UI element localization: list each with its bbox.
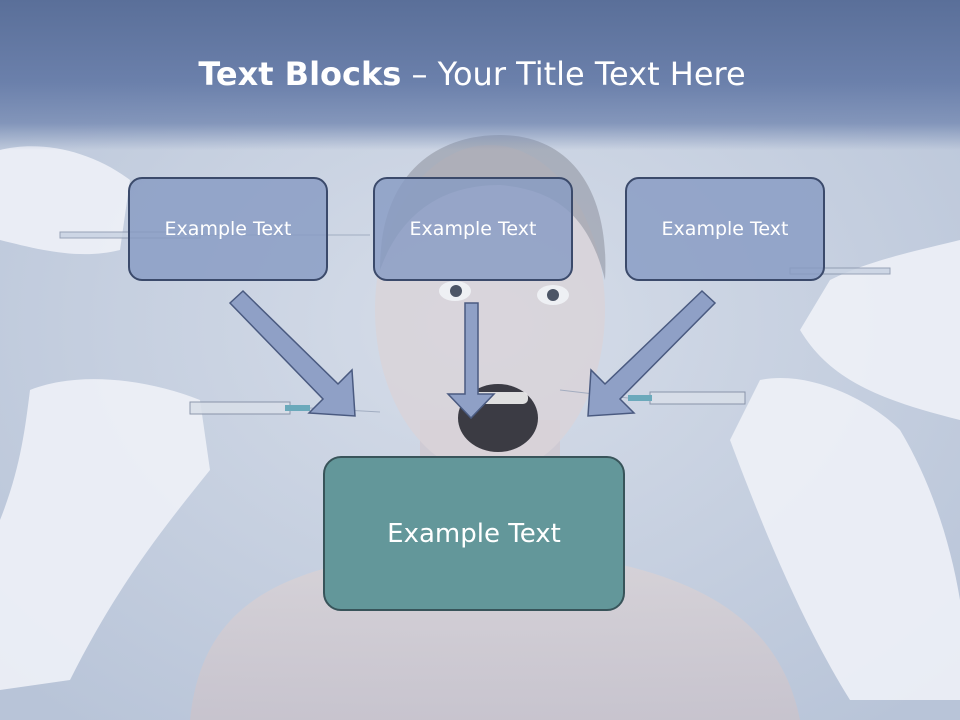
bottom-text-box-label: Example Text <box>387 518 561 549</box>
title-bar <box>0 0 960 150</box>
slide-title-bold: Text Blocks <box>198 55 402 93</box>
arrow-center <box>446 302 496 420</box>
top-text-box-2-label: Example Text <box>409 218 537 240</box>
arrow-right <box>587 289 717 417</box>
top-text-box-1-label: Example Text <box>164 218 292 240</box>
arrow-left <box>228 289 356 417</box>
top-text-box-3[interactable]: Example Text <box>625 177 825 281</box>
bottom-text-box[interactable]: Example Text <box>323 456 625 611</box>
slide-title-rest: – Your Title Text Here <box>401 55 746 93</box>
top-text-box-2[interactable]: Example Text <box>373 177 573 281</box>
top-text-box-3-label: Example Text <box>661 218 789 240</box>
slide-title: Text Blocks – Your Title Text Here <box>0 52 944 96</box>
glove-bottom-right <box>730 378 960 700</box>
glove-top-right <box>800 240 960 420</box>
glove-bottom-left <box>0 379 210 690</box>
glove-top-left <box>0 146 130 255</box>
top-text-box-1[interactable]: Example Text <box>128 177 328 281</box>
